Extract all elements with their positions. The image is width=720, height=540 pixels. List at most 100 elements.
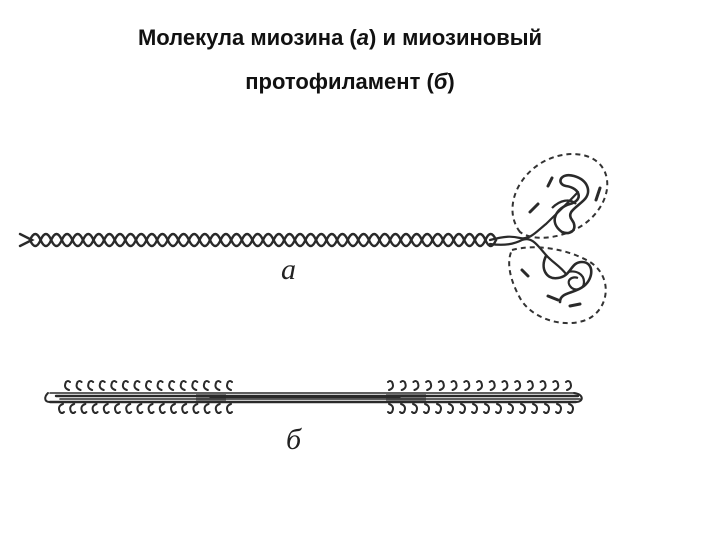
filament-head: [126, 404, 131, 413]
filament-head: [566, 381, 571, 390]
filament-head: [508, 404, 513, 413]
filament-head: [460, 404, 465, 413]
tail-twist: [316, 240, 327, 246]
tail-twist: [104, 240, 115, 246]
filament-head: [448, 404, 453, 413]
filament-head: [182, 404, 187, 413]
tail-twist: [316, 234, 327, 240]
tail-twist: [157, 240, 168, 246]
filament-head: [88, 381, 93, 390]
filament-head: [205, 404, 210, 413]
tail-twist: [221, 234, 232, 240]
tail-twist: [263, 234, 274, 240]
tail-twist: [390, 234, 401, 240]
filament-head: [123, 381, 128, 390]
filament-head: [477, 381, 482, 390]
filament-head: [171, 404, 176, 413]
tail-twist: [83, 240, 94, 246]
filament-head: [400, 404, 405, 413]
tail-twist: [401, 234, 412, 240]
filament-head: [413, 381, 418, 390]
tail-twist: [422, 240, 433, 246]
tail-twist: [274, 240, 285, 246]
tail-twist: [390, 240, 401, 246]
tail-twist: [83, 234, 94, 240]
filament-head: [541, 381, 546, 390]
tail-twist: [231, 240, 242, 246]
tail-twist: [295, 234, 306, 240]
filament-core: [45, 393, 582, 402]
tail-twist: [72, 240, 83, 246]
filament-head: [412, 404, 417, 413]
tail-twist: [401, 240, 412, 246]
tail-twist: [337, 240, 348, 246]
tail-twist: [242, 234, 253, 240]
filament-head: [81, 404, 86, 413]
tail-twist: [337, 234, 348, 240]
tail-twist: [168, 240, 179, 246]
filament-heads-top-right: [388, 381, 571, 390]
filament-head: [472, 404, 477, 413]
filament-head: [77, 381, 82, 390]
tail-twist: [125, 234, 136, 240]
filament-head: [496, 404, 501, 413]
filament-head: [568, 404, 573, 413]
filament-head: [484, 404, 489, 413]
filament-head: [544, 404, 549, 413]
tail-twist: [147, 234, 158, 240]
tail-twist: [104, 234, 115, 240]
tail-twist: [274, 234, 285, 240]
tail-twist: [284, 234, 295, 240]
filament-head: [424, 404, 429, 413]
tail-strand-b: [30, 234, 496, 246]
tail-twist: [200, 240, 211, 246]
tail-twist: [263, 240, 274, 246]
tail-twist: [358, 240, 369, 246]
tail-twist: [72, 234, 83, 240]
tail-twist: [221, 240, 232, 246]
tail-twist: [147, 240, 158, 246]
tail-twist: [464, 240, 475, 246]
filament-head: [528, 381, 533, 390]
filament-heads-bottom-right: [388, 404, 573, 413]
tail-twist: [125, 240, 136, 246]
tail-twist: [94, 234, 105, 240]
tail-twist: [94, 240, 105, 246]
filament-head: [193, 404, 198, 413]
filament-head: [192, 381, 197, 390]
tail-twist: [242, 240, 253, 246]
filament-head: [227, 404, 232, 413]
filament-head: [553, 381, 558, 390]
filament-head: [216, 404, 221, 413]
label-b: б: [286, 423, 301, 457]
tail-twist: [380, 240, 391, 246]
filament-head: [227, 381, 232, 390]
tail-twist: [210, 240, 221, 246]
tail-twist: [411, 234, 422, 240]
filament-head: [100, 381, 105, 390]
filament-head: [556, 404, 561, 413]
tail-twist: [454, 240, 465, 246]
filament-head: [160, 404, 165, 413]
tail-twist: [115, 240, 126, 246]
tail-twist: [41, 234, 52, 240]
tail-twist: [115, 234, 126, 240]
myosin-head-lower: [509, 247, 606, 323]
myosin-head-upper: [512, 154, 607, 238]
tail-twist: [443, 234, 454, 240]
filament-heads-top-left: [65, 381, 232, 390]
tail-twist: [51, 234, 62, 240]
tail-twist: [252, 240, 263, 246]
tail-twist: [475, 240, 486, 246]
filament-head: [388, 404, 393, 413]
tail-twist: [422, 234, 433, 240]
tail-twist: [252, 234, 263, 240]
tail-twist: [443, 240, 454, 246]
tail-twist: [41, 240, 52, 246]
tail-twist: [305, 240, 316, 246]
tail-twist: [157, 234, 168, 240]
tail-twist: [454, 234, 465, 240]
filament-heads-bottom-left: [59, 404, 232, 413]
tail-twist: [348, 240, 359, 246]
